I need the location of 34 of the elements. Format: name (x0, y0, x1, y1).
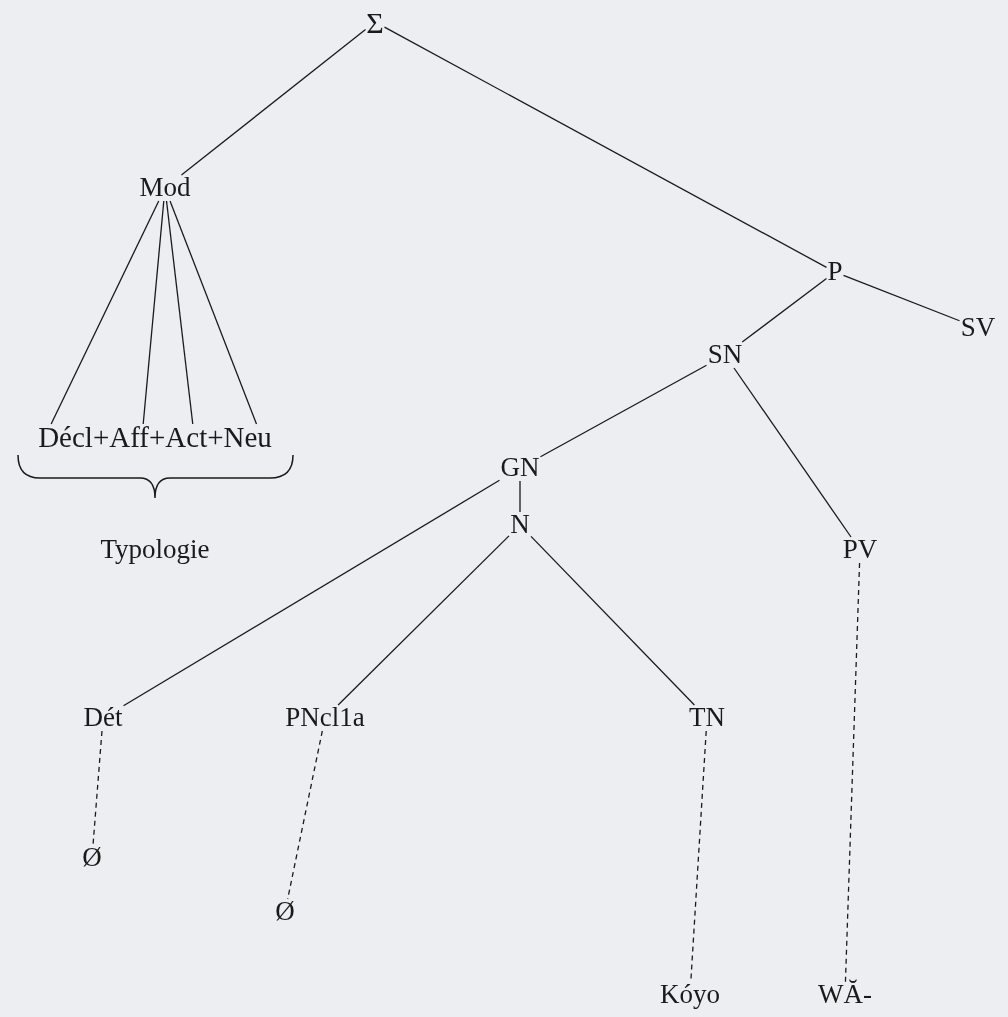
tree-node-label: GN (499, 453, 541, 483)
tree-node-label: Décl+Aff+Act+Neu (37, 422, 273, 454)
tree-node-label: Dét (82, 703, 124, 733)
group-label: Typologie (100, 535, 210, 565)
dashed-line (844, 562, 861, 983)
tree-branch-line (519, 480, 521, 513)
tree-branch-line (122, 479, 501, 707)
tree-branch-line (50, 200, 160, 425)
tree-branch-line (383, 26, 828, 269)
tree-branch-line (180, 28, 367, 176)
tree-branch-line (165, 200, 194, 425)
tree-branch-line (142, 200, 165, 425)
tree-branch-line (741, 277, 828, 343)
dashed-line (92, 730, 103, 846)
tree-node-label: P (826, 257, 844, 287)
tree-node-label: SN (706, 340, 744, 370)
dashed-line (287, 730, 323, 900)
tree-node-label: Ø (81, 843, 103, 873)
tree-node-label: Σ (365, 5, 385, 39)
tree-node-label: Ø (274, 897, 296, 927)
tree-node-label: Kóyo (659, 980, 721, 1010)
tree-node-label: PNcl1a (284, 703, 366, 733)
tree-branch-line (530, 535, 696, 706)
tree-branch-line (337, 535, 510, 706)
tree-branch-line (733, 367, 852, 538)
tree-node-label: TN (688, 703, 726, 733)
tree-node-label: SV (959, 313, 997, 343)
tree-node-label: N (509, 510, 531, 540)
tree-branch-line (539, 364, 708, 458)
tree-branch-line (842, 274, 961, 322)
tree-node-label: Mod (138, 173, 192, 203)
tree-branch-line (169, 200, 258, 425)
tree-node-label: WĂ- (817, 980, 873, 1010)
tree-node-label: PV (841, 535, 879, 565)
